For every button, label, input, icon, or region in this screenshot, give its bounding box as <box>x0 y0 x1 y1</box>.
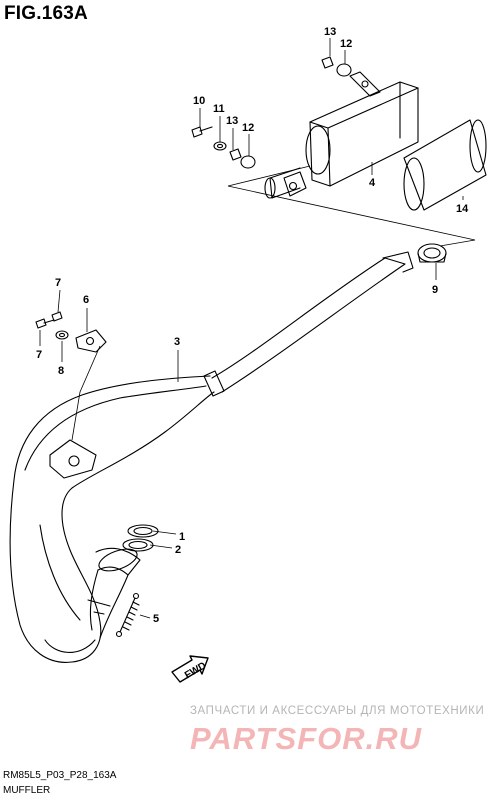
callout-1: 1 <box>179 531 185 543</box>
callout-13-upper: 13 <box>324 26 336 38</box>
washer-part-8 <box>55 330 69 340</box>
callout-8: 8 <box>58 365 64 377</box>
watermark-tagline: ЗАПЧАСТИ И АКСЕССУАРЫ ДЛЯ МОТОТЕХНИКИ <box>190 705 485 717</box>
watermark-logo: PARTSFOR.RU <box>190 721 423 756</box>
silencer-part-4 <box>264 71 419 199</box>
section-name: MUFFLER <box>3 785 51 796</box>
callout-7-lower: 7 <box>36 349 42 361</box>
callout-7-upper: 7 <box>55 277 61 289</box>
callout-2: 2 <box>175 544 181 556</box>
callout-11: 11 <box>213 103 225 115</box>
callout-13-lower: 13 <box>226 115 238 127</box>
callout-10: 10 <box>193 95 205 107</box>
callout-12-upper: 12 <box>340 38 352 50</box>
grommet-part-9 <box>417 243 447 263</box>
bolt-part-10 <box>191 126 213 138</box>
callout-labels: 1 2 3 4 5 6 7 7 8 9 10 11 12 12 13 13 14… <box>36 26 469 681</box>
callout-12-lower: 12 <box>242 122 254 134</box>
bracket-part-6 <box>75 329 107 353</box>
callout-6: 6 <box>83 294 89 306</box>
callout-14: 14 <box>456 203 469 215</box>
exhaust-pipe <box>9 251 414 663</box>
drawing-code: RM85L5_P03_P28_163A <box>3 770 117 781</box>
callout-9: 9 <box>432 284 438 296</box>
bush-part-13 <box>229 56 334 161</box>
figure-title: FIG.163A <box>4 3 88 24</box>
callout-4: 4 <box>369 177 376 189</box>
callout-5: 5 <box>153 613 159 625</box>
spring-part-5 <box>115 592 140 638</box>
callout-3: 3 <box>174 336 180 348</box>
packing-part-14 <box>403 119 487 211</box>
washer-part-11 <box>213 141 227 151</box>
gasket-part-2 <box>122 538 154 552</box>
bush-part-12 <box>240 63 352 169</box>
leader-lines <box>39 38 476 619</box>
forward-direction-arrow <box>171 655 209 683</box>
bolt-part-7 <box>35 311 63 329</box>
gasket-part-1 <box>127 524 159 538</box>
